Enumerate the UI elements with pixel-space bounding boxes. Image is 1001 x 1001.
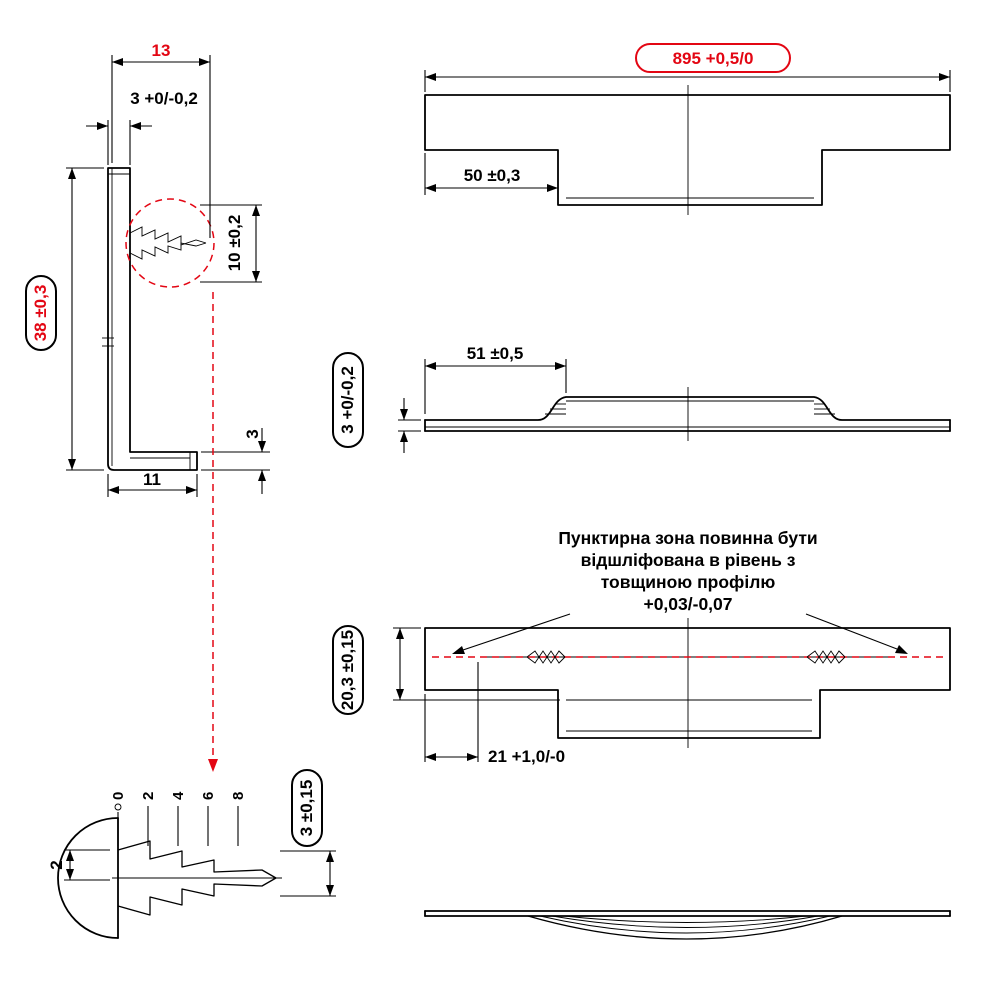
dim-length: 895 +0,5/0 [424,43,951,92]
bracket-inner-lines [102,168,191,470]
dim-tooth-height: 2 [47,849,110,881]
end-bracket-side-view: 13 3 +0/-0,2 10 ±0,2 [25,41,270,772]
dim-boss-offset: 51 ±0,5 [424,344,567,414]
dim-profile-thickness-label: 3 +0/-0,2 [338,366,357,434]
dim-end-offset: 50 ±0,3 [424,153,558,195]
dim-leg-length-label: 11 [143,470,161,489]
dim-length-frame [635,43,791,73]
profile-side-view: 51 ±0,5 3 +0/-0,2 [332,344,951,453]
dim-grind-height-frame [332,625,364,715]
dim-detail-thickness-label: 3 ±0,15 [297,780,316,837]
zero-reference-mark [114,803,122,811]
grind-note-line-4: +0,03/-0,07 [643,594,732,614]
serration-glyph-left [526,650,566,664]
tick-label-6: 6 [200,792,217,800]
dim-height-frame [25,275,57,351]
lens-serration-arcs [527,915,843,940]
dim-13: 13 [111,41,211,238]
dim-leg-thickness-label: 3 [243,429,262,438]
dim-top-thickness: 3 +0/-0,2 [86,89,198,165]
scale-ticks: 0 2 4 6 8 [110,791,247,846]
dim-height-label: 38 ±0,3 [31,285,50,342]
dim-grind-offset: 21 +1,0/-0 [424,662,565,766]
dim-profile-thickness-frame [332,352,364,448]
detail-callout-arrow [208,292,218,772]
tick-label-4: 4 [170,791,187,800]
barb-head-outline [57,817,119,939]
dim-grind-offset-label: 21 +1,0/-0 [488,747,565,766]
tick-label-0: 0 [110,792,127,800]
slope-serration-lines [425,400,950,428]
dim-profile-thickness: 3 +0/-0,2 [332,352,421,453]
dim-tooth-height-label: 2 [47,860,66,869]
dim-barb-height-label: 10 ±0,2 [225,215,244,272]
barb-teeth-top [117,840,277,879]
detail-callout-circle [125,198,215,288]
serration-glyph-right [806,650,846,664]
profile-grind-view: Пунктирна зона повинна бути відшліфована… [332,528,951,766]
bracket-outline [107,167,198,471]
tick-label-2: 2 [140,792,157,800]
grind-note-line-3: товщиною профілю [601,572,776,592]
dim-detail-thickness: 3 ±0,15 [280,769,336,897]
profile-top-view: 895 +0,5/0 50 ±0,3 [424,43,951,215]
barb-feature [129,226,207,260]
grind-note-line-1: Пунктирна зона повинна бути [558,528,817,548]
barb-teeth-bottom [117,877,277,916]
dim-13-label: 13 [152,41,171,60]
dim-leg-length: 11 [107,470,198,497]
profile-bottom-view [424,910,951,940]
grind-note-line-2: відшліфована в рівень з [581,550,796,570]
dim-top-thickness-label: 3 +0/-0,2 [130,89,198,108]
dim-height: 38 ±0,3 [25,167,104,471]
dim-barb-height: 10 ±0,2 [200,204,262,283]
dim-leg-thickness: 3 [201,428,270,494]
dim-grind-height-label: 20,3 ±0,15 [338,630,357,710]
dim-end-offset-label: 50 ±0,3 [464,166,521,185]
dim-detail-thickness-frame [291,769,323,847]
tick-label-8: 8 [230,792,247,800]
barb-detail-view: 0 2 4 6 8 2 3 ±0,15 [47,769,336,939]
dim-length-label: 895 +0,5/0 [673,49,754,68]
profile-grind-outline [424,627,951,739]
profile-top-outline [424,94,951,206]
dim-grind-height: 20,3 ±0,15 [332,625,560,715]
grind-note: Пунктирна зона повинна бути відшліфована… [452,528,908,654]
dim-boss-offset-label: 51 ±0,5 [467,344,524,363]
profile-side-outline [424,396,951,421]
